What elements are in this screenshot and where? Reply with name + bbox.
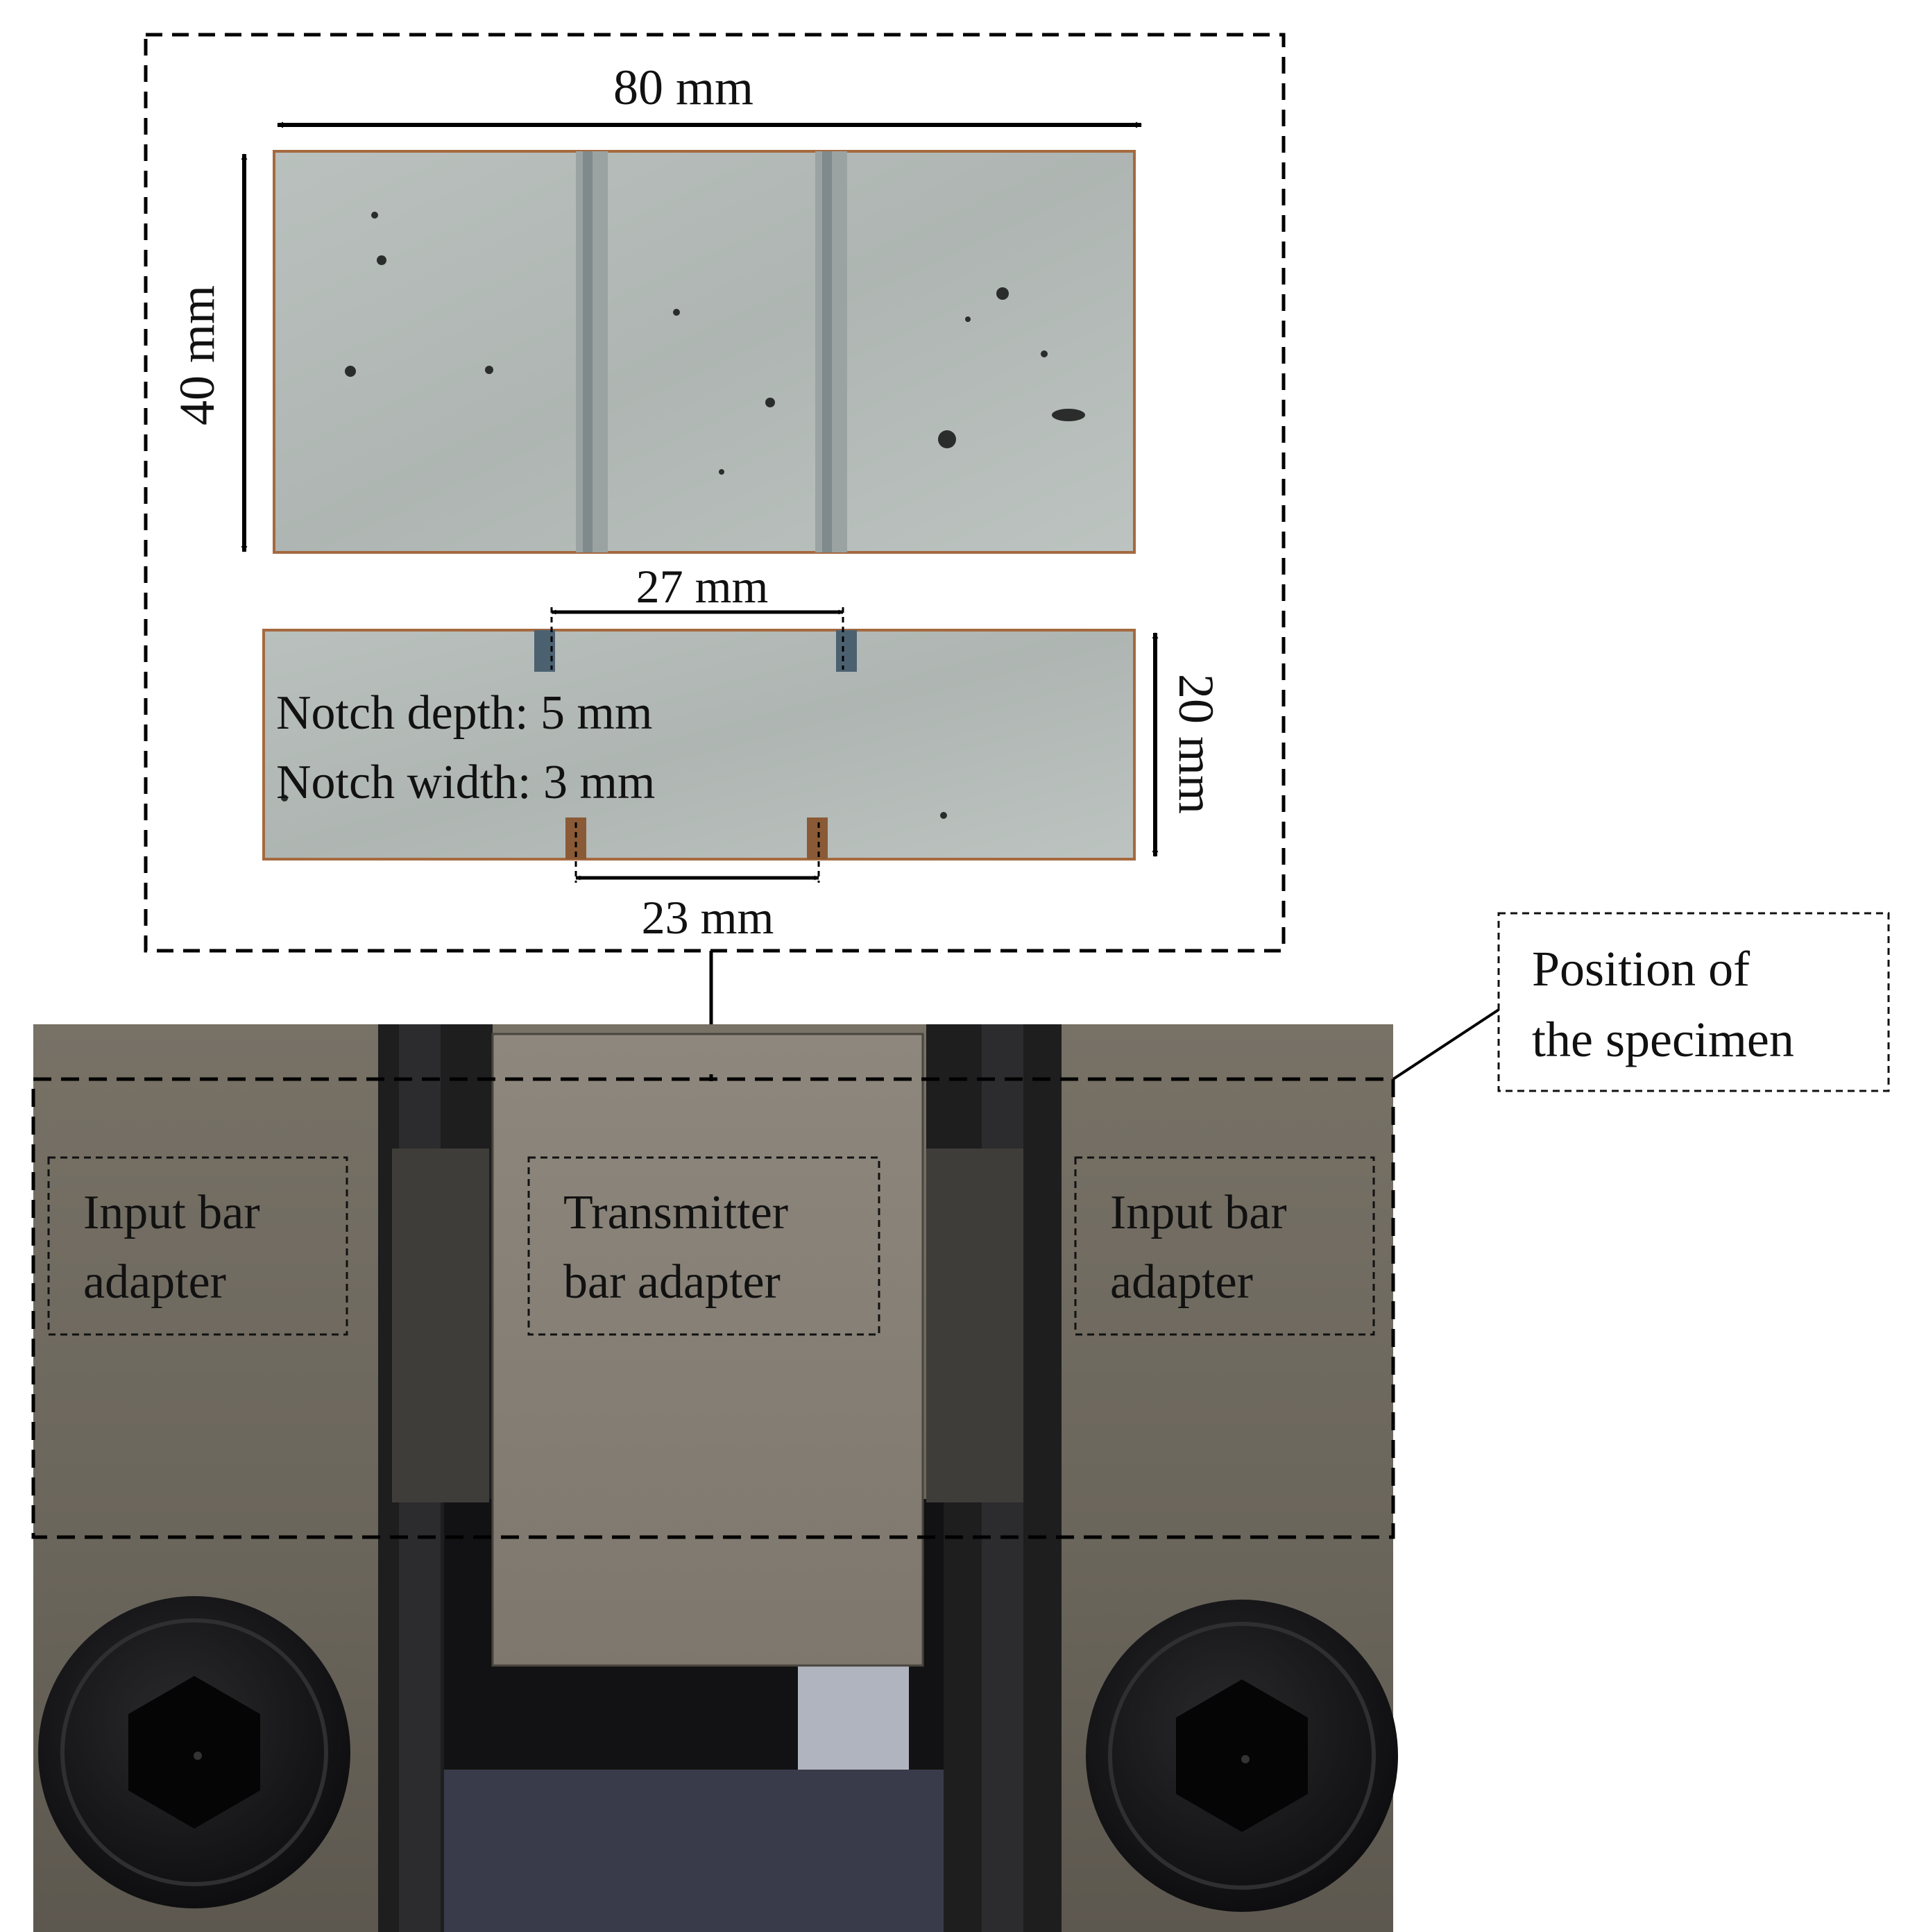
position-label-line2: the specimen: [1532, 1012, 1794, 1067]
specimen-top-view: [273, 150, 1136, 554]
fixture-photo: Input bar adapter Transmitter bar adapte…: [31, 1024, 1398, 1932]
left-adapter-box: [47, 1156, 348, 1336]
center-adapter-label-line1: Transmitter: [563, 1186, 788, 1239]
left-bolt-icon: [38, 1596, 350, 1908]
height-label: 40 mm: [169, 285, 225, 425]
right-adapter-label-line2: adapter: [1110, 1255, 1253, 1309]
position-callout-box: [1497, 912, 1890, 1092]
position-label-line1: Position of: [1532, 941, 1750, 997]
surface-pores: [345, 212, 1085, 475]
transmitter-bar-adapter-block: [491, 1033, 924, 1667]
notch-depth-label: Notch depth: 5 mm: [276, 686, 652, 740]
top-notch-spacing-label: 27 mm: [636, 560, 769, 613]
bottom-notch-spacing-label: 23 mm: [642, 891, 774, 944]
left-adapter-label-line2: adapter: [83, 1255, 226, 1309]
length-label: 80 mm: [613, 60, 753, 115]
center-adapter-label-line2: bar adapter: [563, 1255, 781, 1309]
position-callout: Position of the specimen: [1392, 912, 1890, 1092]
right-adapter-box: [1074, 1156, 1375, 1336]
thickness-label: 20 mm: [1168, 674, 1224, 814]
right-adapter-label-line1: Input bar: [1110, 1186, 1287, 1239]
center-adapter-box: [527, 1156, 880, 1336]
notch-width-label: Notch width: 3 mm: [276, 756, 655, 809]
specimen-panel-border: [144, 33, 1286, 953]
background-fabric: [444, 1770, 944, 1932]
specimen-panel: 80 mm 40 mm 20 mm 27 mm 23 mm Notch dept…: [144, 33, 1286, 953]
position-callout-leader: [1392, 1008, 1500, 1081]
side-top-notch-right: [836, 630, 857, 672]
specimen-position-box: [31, 1077, 1395, 1539]
right-bolt-icon: [1086, 1600, 1398, 1912]
specimen-side-view: [262, 629, 1136, 861]
left-adapter-label-line1: Input bar: [83, 1186, 260, 1239]
side-bottom-notch-right: [807, 817, 828, 859]
